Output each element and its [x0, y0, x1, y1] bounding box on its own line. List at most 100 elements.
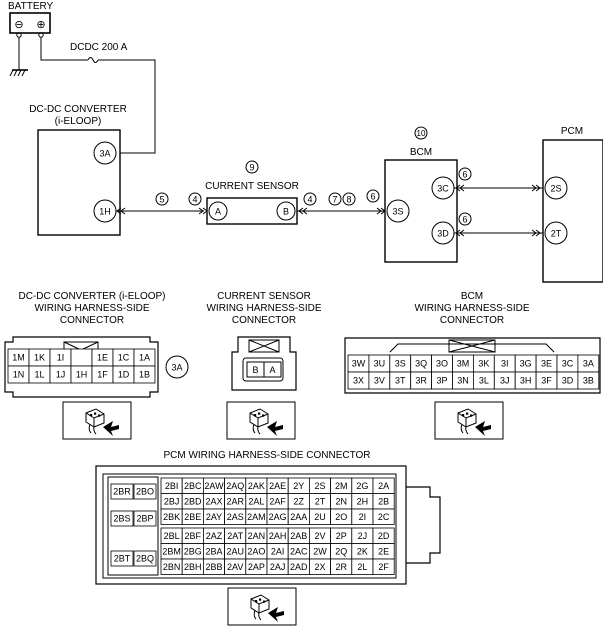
pcm-conn-pin: 2AL [248, 496, 264, 506]
pcm-conn-pin: 2AF [269, 496, 286, 506]
dcdc-conn-pin: 1L [34, 370, 44, 380]
wire-number-6-top: 6 [462, 170, 467, 180]
bcm-conn-pin: 3D [562, 376, 574, 386]
pcm-conn-pin: 2AI [271, 546, 285, 556]
pcm-conn-pin: 2AT [227, 531, 243, 541]
dcdc-conn-pin: 1K [34, 353, 45, 363]
pcm-conn-pin: 2L [357, 562, 367, 572]
pcm-conn-pin: 2BH [184, 562, 202, 572]
bcm-conn-pin: 3G [520, 359, 532, 369]
dcdc-converter: DC-DC CONVERTER (i-ELOOP) 3A 1H [29, 104, 127, 236]
pcm-conn-pin: 2AD [290, 562, 308, 572]
pcm-conn-title: PCM WIRING HARNESS-SIDE CONNECTOR [163, 450, 370, 461]
dcdc-connector-view: DC-DC CONVERTER (i-ELOOP) WIRING HARNESS… [4, 291, 189, 398]
pcm-conn-pin: 2AC [290, 546, 308, 556]
bcm-conn-pin: 3B [583, 376, 594, 386]
dcdc-conn-pin: 1H [76, 370, 88, 380]
bcm-conn-pin: 3W [352, 359, 366, 369]
pcm-conn-pin: 2BL [164, 531, 180, 541]
pcm-conn-pin: 2X [314, 562, 325, 572]
pcm-conn-pin: 2J [358, 531, 368, 541]
bcm-pin-3d: 3D [437, 229, 449, 239]
pcm-conn-pin: 2D [378, 531, 390, 541]
pcm-conn-pin: 2BR [113, 487, 131, 497]
bcm-conn-pin: 3P [437, 376, 448, 386]
pcm-conn-pin: 2BG [184, 546, 202, 556]
fuse-icon [87, 57, 99, 63]
bcm-conn-pin: 3U [374, 359, 386, 369]
pcm-connector-view: PCM WIRING HARNESS-SIDE CONNECTOR 2BR 2BO… [95, 450, 441, 585]
dcdc-conn-pin: 1A [139, 353, 150, 363]
pcm-conn-pin: 2AM [247, 512, 266, 522]
bcm-conn-title-3: CONNECTOR [440, 315, 504, 326]
pcm-conn-pin: 2G [356, 481, 368, 491]
bcm-pin-3s: 3S [392, 207, 403, 217]
battery-plus-symbol: ⊕ [36, 19, 45, 31]
dcdc-conn-pin: 1N [13, 370, 25, 380]
pcm-conn-pin: 2BN [163, 562, 181, 572]
pcm-conn-pin: 2AP [248, 562, 265, 572]
pcm-conn-pin: 2AR [226, 496, 244, 506]
pcm-conn-pin: 2S [314, 481, 325, 491]
bcm-conn-pin: 3I [501, 359, 509, 369]
pcm-conn-pin: 2O [335, 512, 347, 522]
pcm-conn-pin: 2M [335, 481, 348, 491]
wire-number-6-left: 6 [370, 192, 375, 202]
pcm-conn-pin: 2AB [290, 531, 307, 541]
pcm-conn-pin: 2BE [184, 512, 201, 522]
pcm-conn-pin: 2B [378, 496, 389, 506]
pcm-conn-pin: 2BK [163, 512, 180, 522]
wire-bcm-to-pcm: 6 6 [454, 167, 545, 237]
bcm-conn-pin: 3A [583, 359, 594, 369]
pcm-conn-pin: 2E [378, 546, 389, 556]
wire-number-4-left: 4 [192, 195, 197, 205]
pcm-conn-pin: 2BI [165, 481, 179, 491]
pcm-conn-pin: 2A [378, 481, 389, 491]
pcm-conn-pin: 2K [357, 546, 368, 556]
dcdc-conn-pin-3a: 3A [171, 363, 182, 373]
sensor-conn-title-1: CURRENT SENSOR [217, 291, 311, 302]
dcdc-conn-title-3: CONNECTOR [60, 315, 124, 326]
dcdc-conn-pin: 1B [139, 370, 150, 380]
bcm-conn-pin: 3X [353, 376, 364, 386]
dcdc-conn-pin: 1I [57, 353, 65, 363]
pcm-conn-pin: 2AG [269, 512, 287, 522]
pcm-conn-pin: 2BF [185, 531, 202, 541]
pcm-conn-pin: 2AW [204, 481, 224, 491]
pcm-conn-pin: 2N [335, 496, 347, 506]
wire-sensor-to-bcm: 4 7 8 6 [297, 189, 388, 215]
fuse-label: DCDC 200 A [70, 42, 128, 53]
sensor-pin-b: B [283, 207, 289, 217]
pcm-conn-pin: 2Y [293, 481, 304, 491]
pcm-conn-pin: 2BO [136, 487, 154, 497]
bcm-conn-pin: 3K [478, 359, 489, 369]
bcm-conn-pin: 3M [457, 359, 470, 369]
bcm-conn-pin: 3E [541, 359, 552, 369]
bcm-conn-pin: 3N [457, 376, 469, 386]
bcm-conn-title-1: BCM [461, 291, 483, 302]
bcm-pin-3c: 3C [437, 184, 449, 194]
wire-dcdc-to-sensor: 5 4 [116, 192, 208, 215]
sensor-conn-pin-a: A [269, 365, 275, 375]
bcm-conn-pin: 3L [479, 376, 489, 386]
sensor-conn-title-3: CONNECTOR [232, 315, 296, 326]
dcdc-conn-title-1: DC-DC CONVERTER (i-ELOOP) [18, 291, 165, 302]
battery-label: BATTERY [8, 1, 54, 12]
connector-plug-icon [62, 401, 132, 440]
sensor-conn-title-2: WIRING HARNESS-SIDE [206, 303, 321, 314]
pcm-conn-pin: 2AU [226, 546, 244, 556]
pcm-conn-pin: 2Q [335, 546, 347, 556]
pcm-conn-pin: 2AO [247, 546, 265, 556]
bcm-conn-pin: 3J [500, 376, 510, 386]
bcm-conn-pin: 3Q [415, 359, 427, 369]
bcm-title: BCM [410, 147, 432, 158]
dcdc-conn-pin: 1C [118, 353, 130, 363]
connector-plug-icon [226, 401, 296, 440]
pcm-conn-pin: 2P [336, 531, 347, 541]
pcm: PCM 2S 2T [542, 126, 603, 283]
bcm-conn-pin: 3O [436, 359, 448, 369]
dcdc-conn-pin: 1J [56, 370, 66, 380]
pcm-pin-2s: 2S [550, 184, 561, 194]
